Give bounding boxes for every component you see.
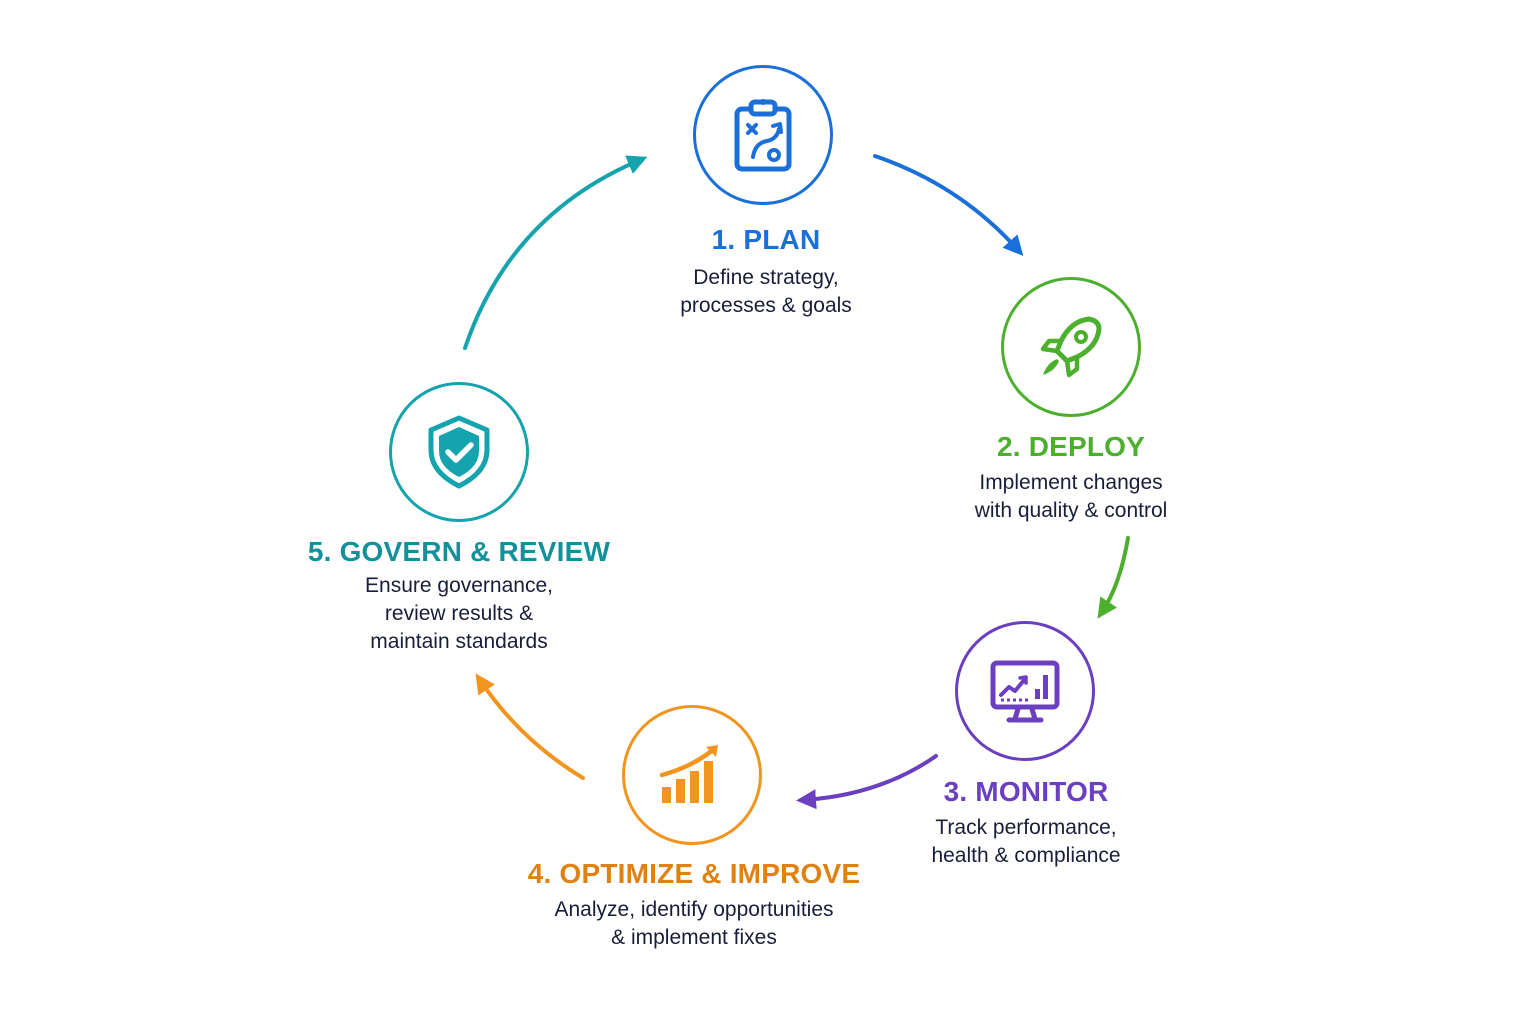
govern-step-title: 5. GOVERN & REVIEW — [307, 536, 611, 567]
deploy-step-circle — [1001, 277, 1141, 417]
plan-step-title: 1. PLAN — [711, 224, 821, 255]
arrow-govern-to-plan — [463, 155, 648, 350]
plan-step-description: Define strategy, processes & goals — [680, 264, 852, 320]
optimize-desc-line-1: Analyze, identify opportunities — [554, 898, 834, 921]
deploy-step-description: Implement changes with quality & control — [975, 469, 1168, 525]
optimize-step-circle — [622, 705, 762, 845]
monitor-step-circle — [955, 621, 1095, 761]
deploy-step-title: 2. DEPLOY — [996, 431, 1146, 462]
monitor-step-title: 3. MONITOR — [943, 776, 1109, 807]
monitor-step-description: Track performance, health & compliance — [931, 814, 1120, 870]
monitor-desc-line-1: Track performance, — [935, 816, 1117, 839]
plan-desc-line-2: processes & goals — [680, 294, 852, 317]
plan-desc-line-1: Define strategy, — [693, 266, 839, 289]
arrow-plan-to-deploy — [873, 154, 1024, 256]
deploy-desc-line-1: Implement changes — [979, 471, 1163, 494]
optimize-step-title: 4. OPTIMIZE & IMPROVE — [527, 858, 861, 889]
govern-desc-line-3: maintain standards — [370, 630, 548, 653]
optimize-step-description: Analyze, identify opportunities & implem… — [555, 896, 834, 952]
shield-check-icon — [428, 415, 490, 489]
plan-step-circle — [693, 65, 833, 205]
arrow-optimize-to-govern — [475, 673, 585, 780]
arrow-deploy-to-monitor — [1097, 536, 1130, 619]
clipboard-strategy-icon — [734, 99, 792, 172]
govern-step-description: Ensure governance, review results & main… — [365, 572, 553, 656]
rocket-icon — [1040, 316, 1102, 378]
monitor-desc-line-2: health & compliance — [931, 844, 1121, 867]
growth-chart-icon — [659, 745, 718, 803]
govern-desc-line-2: review results & — [384, 602, 534, 625]
deploy-desc-line-2: with quality & control — [974, 499, 1168, 522]
arrow-monitor-to-optimize — [796, 754, 938, 810]
govern-desc-line-1: Ensure governance, — [365, 574, 553, 597]
govern-step-circle — [389, 382, 529, 522]
monitor-chart-icon — [990, 660, 1060, 723]
optimize-desc-line-2: & implement fixes — [611, 926, 777, 949]
